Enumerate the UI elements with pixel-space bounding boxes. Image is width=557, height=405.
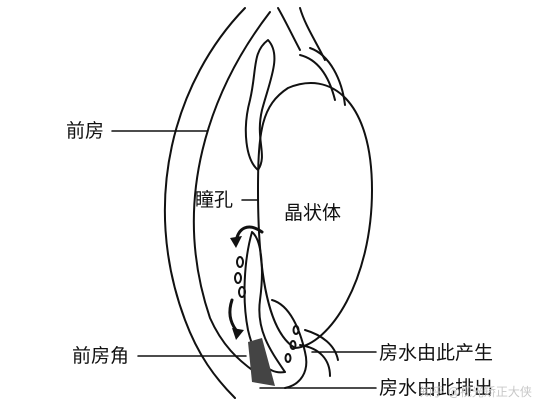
lens-outline bbox=[257, 82, 373, 349]
iris-lower bbox=[243, 231, 286, 374]
cornea-inner bbox=[192, 11, 271, 373]
cornea-outer bbox=[163, 7, 246, 399]
arrowhead-flow-top bbox=[230, 236, 242, 248]
droplet bbox=[234, 272, 242, 284]
droplet bbox=[236, 256, 244, 268]
arrowhead-flow-bottom bbox=[232, 328, 244, 340]
zonule-bottom-2 bbox=[299, 344, 331, 377]
watermark: 知乎 @视光矫正大侠 bbox=[420, 385, 532, 399]
label-pupil: 瞳孔 bbox=[195, 189, 234, 211]
label-aqueous-produced: 房水由此产生 bbox=[379, 342, 494, 364]
chamber-angle-wedge bbox=[248, 338, 275, 386]
droplet bbox=[292, 325, 300, 335]
label-anterior-chamber: 前房 bbox=[66, 120, 105, 142]
zonule-top-2 bbox=[309, 47, 346, 106]
aqueous-flow-down bbox=[228, 298, 238, 332]
label-lens: 晶状体 bbox=[284, 202, 342, 224]
sclera-top-1 bbox=[277, 7, 301, 51]
droplet bbox=[238, 286, 246, 298]
sclera-top-2 bbox=[299, 7, 326, 61]
droplet bbox=[289, 340, 297, 350]
zonule-top-1 bbox=[299, 54, 336, 101]
label-aqueous-drained: 房水由此排出 bbox=[379, 377, 494, 399]
label-chamber-angle: 前房角 bbox=[72, 345, 130, 367]
zonule-bottom-1 bbox=[304, 329, 339, 361]
droplet bbox=[284, 353, 292, 363]
ciliary-body bbox=[271, 299, 308, 389]
